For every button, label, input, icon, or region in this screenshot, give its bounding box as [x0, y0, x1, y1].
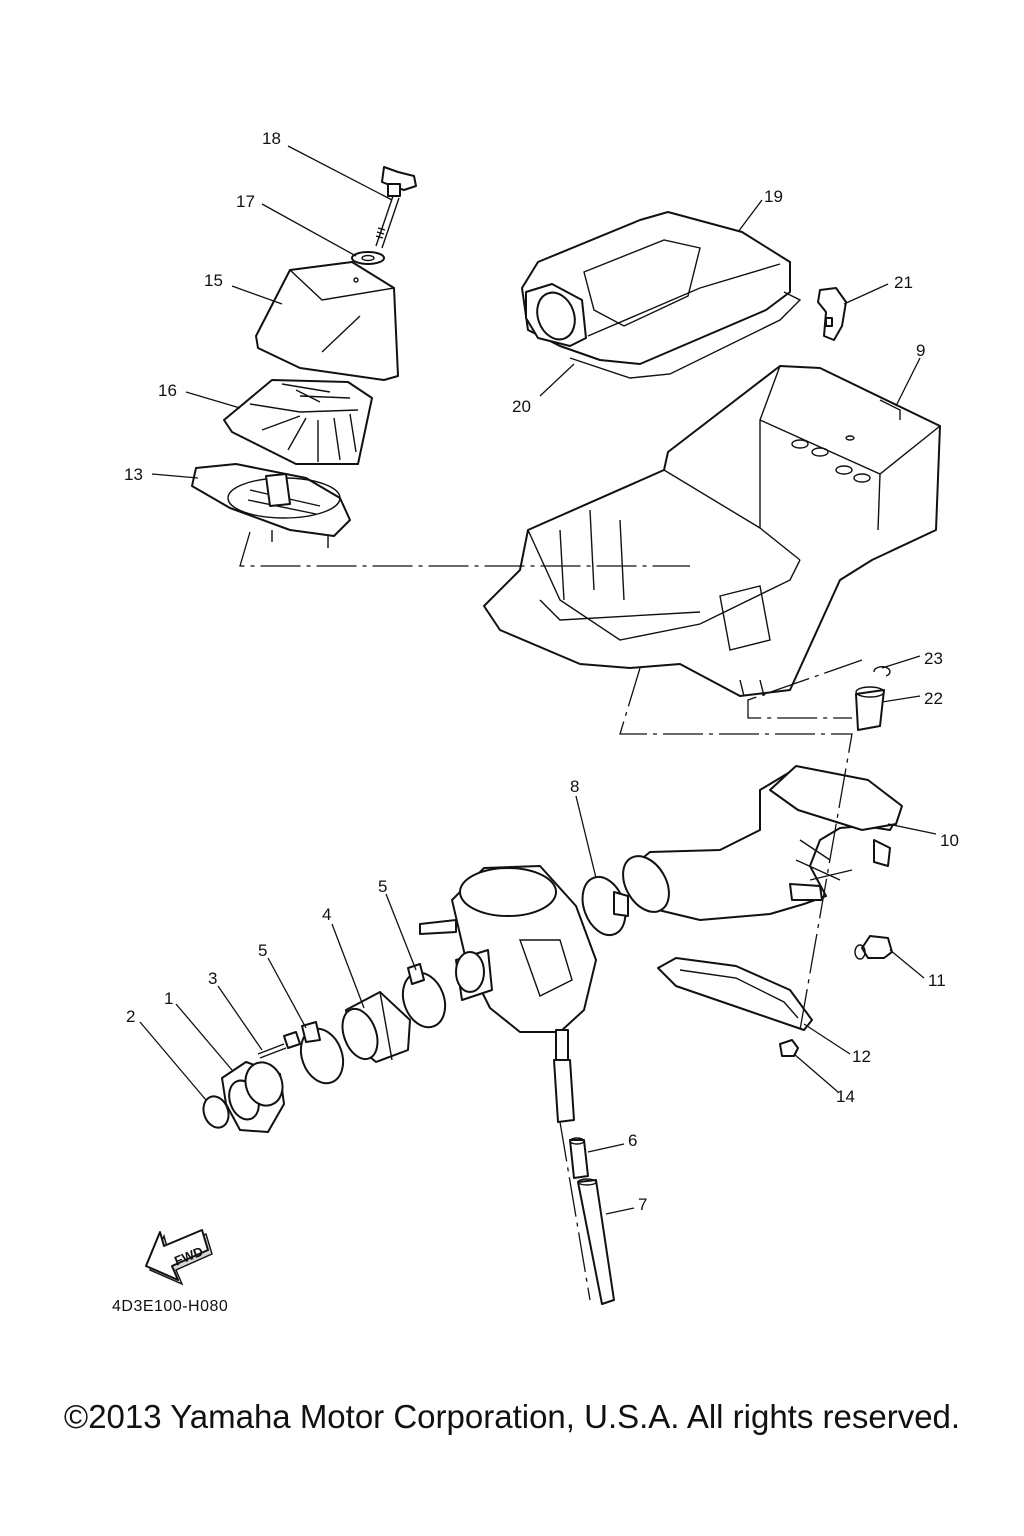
part-18-wing-bolt — [375, 166, 417, 249]
part-3-bolt — [257, 1031, 301, 1059]
carburetor — [419, 865, 597, 1123]
callout-8: 8 — [570, 777, 579, 796]
callout-3: 3 — [208, 969, 217, 988]
part-10-joint — [622, 765, 903, 921]
part-13-base-plate — [191, 463, 351, 548]
part-6-fitting — [569, 1137, 589, 1179]
part-5-clamp-left — [299, 1021, 345, 1085]
callout-7: 7 — [638, 1195, 647, 1214]
callout-18: 18 — [262, 129, 281, 148]
part-16-filter-guide — [223, 379, 373, 465]
callout-5-lower: 5 — [258, 941, 267, 960]
callout-21: 21 — [894, 273, 913, 292]
leader-lines — [139, 145, 937, 1215]
part-17-washer — [351, 251, 385, 265]
part-9-air-box — [483, 365, 941, 697]
part-14-nut — [779, 1039, 799, 1057]
callouts: 18 17 15 16 13 19 21 9 20 23 22 8 10 5 4… — [124, 129, 959, 1214]
callout-11: 11 — [928, 971, 946, 990]
part-20-seal — [569, 291, 802, 379]
callout-4: 4 — [322, 905, 331, 924]
callout-5-upper: 5 — [378, 877, 387, 896]
part-12-gasket — [657, 957, 813, 1031]
part-2-o-ring — [202, 1095, 230, 1129]
callout-20: 20 — [512, 397, 531, 416]
part-15-air-filter — [255, 261, 399, 381]
callout-10: 10 — [940, 831, 959, 850]
callout-9: 9 — [916, 341, 925, 360]
part-8-clamp — [581, 875, 629, 937]
part-7-hose — [577, 1178, 615, 1305]
part-5-clamp-right — [401, 963, 447, 1029]
callout-6: 6 — [628, 1131, 637, 1150]
diagram-code: 4D3E100-H080 — [112, 1298, 229, 1315]
callout-17: 17 — [236, 192, 255, 211]
part-22-drain — [855, 686, 885, 731]
part-11-fitting — [854, 935, 893, 960]
alignment-lines — [239, 531, 863, 1301]
callout-23: 23 — [924, 649, 943, 668]
callout-12: 12 — [852, 1047, 871, 1066]
callout-1: 1 — [164, 989, 173, 1008]
fwd-arrow-icon: FWD — [145, 1229, 213, 1286]
callout-13: 13 — [124, 465, 143, 484]
part-4-boot — [341, 991, 411, 1063]
part-19-cover — [521, 211, 791, 365]
callout-2: 2 — [126, 1007, 135, 1026]
copyright-notice: ©2013 Yamaha Motor Corporation, U.S.A. A… — [63, 1398, 961, 1435]
callout-15: 15 — [204, 271, 223, 290]
callout-14: 14 — [836, 1087, 855, 1106]
callout-16: 16 — [158, 381, 177, 400]
part-1-manifold — [221, 1061, 285, 1133]
callout-22: 22 — [924, 689, 943, 708]
callout-19: 19 — [764, 187, 783, 206]
part-21-clip — [817, 287, 847, 341]
part-23-clamp — [873, 665, 891, 677]
